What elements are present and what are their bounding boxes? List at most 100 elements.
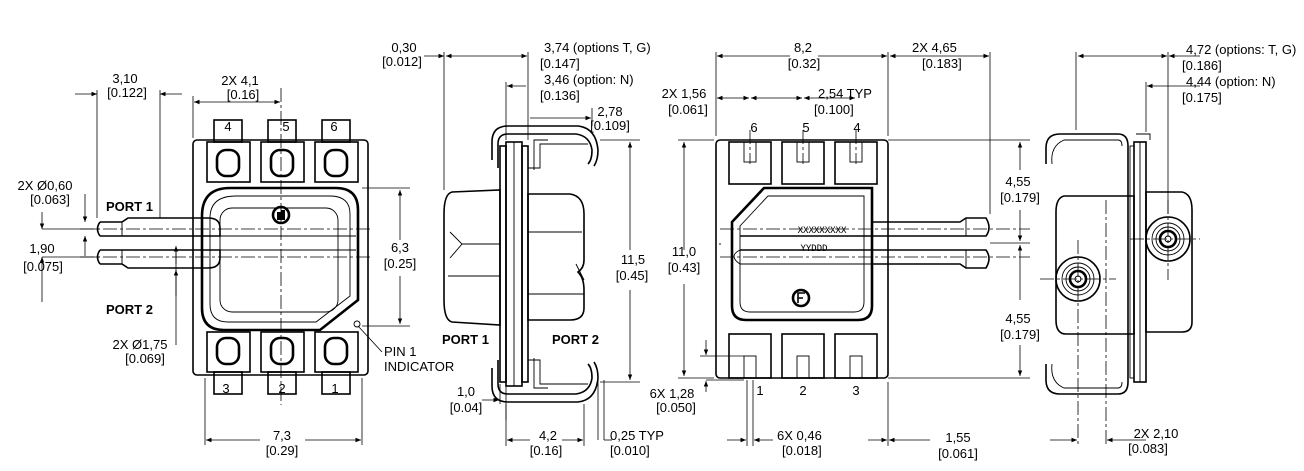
view3-bottom-pins: [728, 333, 878, 379]
dimension-472: 4,72 (options: T, G) [0.186]: [1075, 42, 1296, 214]
dimension-82: 8,2 [0.32]: [715, 40, 889, 136]
svg-text:[0.147]: [0.147]: [540, 56, 580, 71]
view1-lid: [200, 186, 360, 332]
view1-top-view: 4 5 6 3 2 1 PORT 1 PORT 2 PIN 1 INDICATO…: [18, 71, 455, 458]
dimension-128: 6X 1,28 [0.050]: [650, 340, 744, 415]
svg-text:1,55: 1,55: [945, 430, 970, 445]
view3-pin-label: 4: [853, 120, 860, 135]
svg-text:[0.083]: [0.083]: [1128, 441, 1168, 456]
svg-text:1,90: 1,90: [29, 241, 54, 256]
view4-end-view: 4,72 (options: T, G) [0.186] 4,44 (optio…: [1040, 42, 1296, 456]
dimension-63: 6,3 [0.25]: [362, 187, 417, 327]
svg-text:[0.29]: [0.29]: [266, 443, 299, 458]
svg-text:[0.075]: [0.075]: [23, 259, 63, 274]
svg-text:[0.012]: [0.012]: [382, 54, 422, 69]
svg-text:2X 4,1: 2X 4,1: [221, 73, 259, 88]
dimension-41: 2X 4,1 [0.16]: [192, 73, 280, 138]
svg-text:4,55: 4,55: [1005, 311, 1030, 326]
view2-port2-body: [527, 193, 585, 321]
svg-text:8,2: 8,2: [794, 40, 812, 55]
svg-text:6X 1,28: 6X 1,28: [650, 386, 695, 401]
svg-text:[0.16]: [0.16]: [530, 443, 563, 458]
view1-body-outline: [192, 139, 369, 376]
view1-pin-label: 1: [331, 381, 338, 396]
svg-text:[0.136]: [0.136]: [540, 88, 580, 103]
view1-pin-label: 5: [282, 119, 289, 134]
svg-text:7,3: 7,3: [273, 428, 291, 443]
svg-text:4,72 (options: T, G): 4,72 (options: T, G): [1186, 42, 1296, 57]
svg-text:2X Ø0,60: 2X Ø0,60: [18, 178, 73, 193]
view1-ports: [80, 217, 372, 269]
svg-text:[0.010]: [0.010]: [610, 443, 650, 458]
dimension-444: 4,44 (option: N) [0.175]: [1145, 74, 1276, 132]
svg-text:2,54 TYP: 2,54 TYP: [818, 86, 872, 101]
view4-body-right: [1145, 191, 1193, 333]
svg-text:4,44 (option: N): 4,44 (option: N): [1186, 74, 1276, 89]
view1-bottom-pins: [206, 331, 359, 395]
svg-text:[0.45]: [0.45]: [616, 268, 649, 283]
view1-port2-label: PORT 2: [106, 302, 153, 317]
svg-text:11,0: 11,0: [672, 244, 696, 259]
svg-text:[0.04]: [0.04]: [450, 400, 483, 415]
svg-text:3,46 (option: N): 3,46 (option: N): [544, 72, 634, 87]
svg-text:[0.061]: [0.061]: [938, 446, 978, 461]
svg-text:1,0: 1,0: [457, 384, 475, 399]
view4-body-left: [1055, 195, 1135, 335]
view1-top-pins: [206, 119, 359, 183]
dimension-254: 2,54 TYP [0.100]: [751, 86, 872, 117]
view3-pin-label: 2: [799, 383, 806, 398]
dimension-455-bottom: 4,55 [0.179]: [888, 245, 1040, 379]
dimension-210: 2X 2,10 [0.083]: [1050, 426, 1178, 456]
view2-side-view: PORT 1 PORT 2 0,30 [0.012] 3,74 (options…: [382, 40, 664, 458]
svg-text:[0.175]: [0.175]: [1182, 90, 1222, 105]
pin1-indicator-label: INDICATOR: [384, 359, 454, 374]
view1-pin-label: 4: [224, 119, 231, 134]
view1-port1-label: PORT 1: [106, 199, 153, 214]
svg-text:[0.16]: [0.16]: [227, 87, 260, 102]
svg-text:11,5: 11,5: [621, 252, 645, 267]
dimension-374: 3,74 (options T, G) [0.147]: [446, 40, 651, 140]
dimension-046: 6X 0,46 [0.018]: [727, 380, 822, 458]
dimension-73: 7,3 [0.29]: [204, 378, 363, 458]
dimension-156: 2X 1,56 [0.061]: [662, 86, 749, 117]
svg-text:[0.018]: [0.018]: [782, 443, 822, 458]
view3-ports: [719, 217, 1030, 269]
pin1-indicator-label: PIN 1: [384, 344, 417, 359]
dimension-115: 11,5 [0.45]: [600, 139, 649, 383]
svg-text:2X 2,10: 2X 2,10: [1134, 426, 1179, 441]
view2-port1-label: PORT 1: [442, 332, 489, 347]
dimension-030: 0,30 [0.012]: [382, 40, 445, 190]
svg-text:[0.32]: [0.32]: [788, 56, 821, 71]
svg-text:[0.43]: [0.43]: [668, 260, 701, 275]
dimension-310: 3,10 [0.122]: [75, 71, 182, 218]
dimension-025: 0,25 TYP [0.010]: [597, 380, 664, 458]
svg-text:[0.179]: [0.179]: [1000, 327, 1040, 342]
svg-text:[0.183]: [0.183]: [922, 56, 962, 71]
view2-port2-label: PORT 2: [552, 332, 599, 347]
view2-port1-body: [443, 189, 501, 326]
svg-text:4,2: 4,2: [539, 428, 557, 443]
svg-text:[0.100]: [0.100]: [814, 102, 854, 117]
svg-text:[0.186]: [0.186]: [1182, 58, 1222, 73]
view1-pin-label: 6: [330, 119, 337, 134]
dimension-110: 11,0 [0.43]: [668, 139, 714, 379]
view3-pin-label: 5: [802, 120, 809, 135]
dimension-42: 4,2 [0.16]: [505, 404, 585, 458]
svg-text:[0.179]: [0.179]: [1000, 190, 1040, 205]
view1-pin-label: 2: [278, 381, 285, 396]
view3-marking-date: YYDDD: [800, 244, 827, 254]
svg-text:4,55: 4,55: [1005, 174, 1030, 189]
svg-text:[0.069]: [0.069]: [125, 351, 165, 366]
dimension-465: 2X 4,65 [0.183]: [890, 40, 991, 214]
dimension-190: 1,90 [0.075]: [23, 212, 100, 302]
svg-text:6X 0,46: 6X 0,46: [777, 428, 822, 443]
svg-text:[0.25]: [0.25]: [384, 256, 417, 271]
svg-text:[0.122]: [0.122]: [107, 85, 147, 100]
svg-text:0,30: 0,30: [391, 40, 416, 55]
view1-pin-label: 3: [222, 381, 229, 396]
view3-lid: [730, 186, 874, 322]
dimension-346: 3,46 (option: N) [0.136]: [505, 72, 634, 140]
view3-logo-icon: [791, 288, 811, 308]
svg-text:3,10: 3,10: [112, 71, 137, 86]
